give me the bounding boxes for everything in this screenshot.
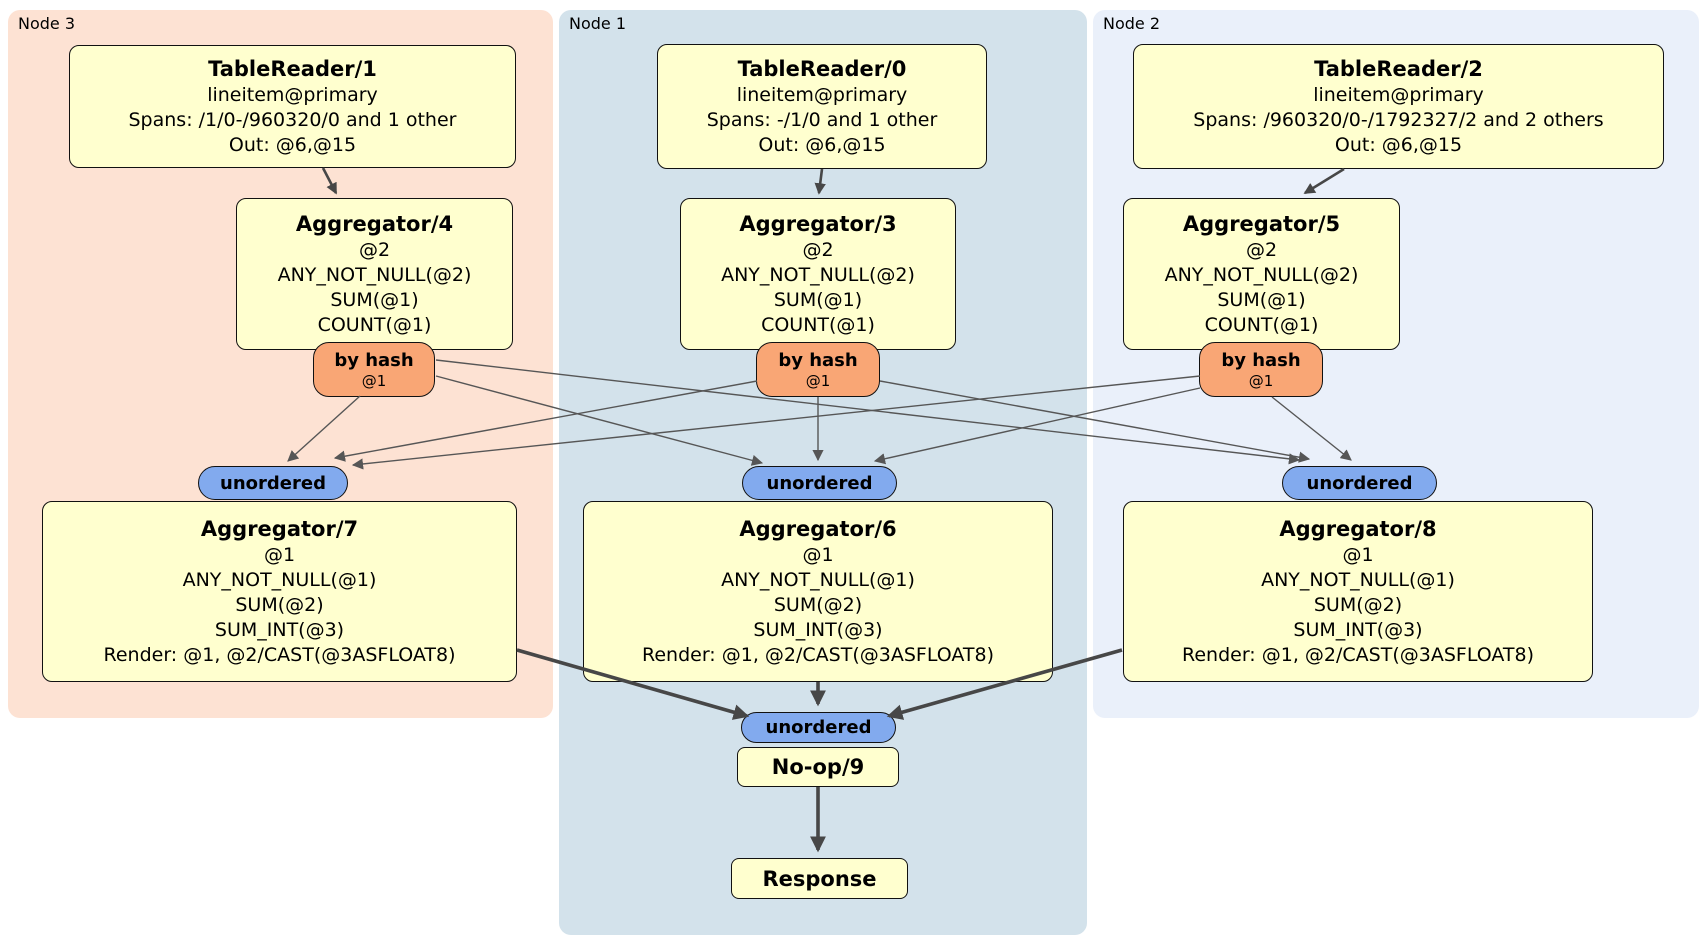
sync-unordered-aggregator7: unordered	[198, 466, 348, 500]
router-detail: @1	[1248, 371, 1274, 390]
processor-title: Aggregator/6	[739, 517, 897, 541]
processor-detail: ANY_NOT_NULL(@1)	[182, 569, 377, 591]
processor-detail: SUM(@1)	[1217, 289, 1306, 311]
processor-detail: ANY_NOT_NULL(@1)	[1261, 569, 1455, 591]
processor-detail: ANY_NOT_NULL(@2)	[1164, 264, 1359, 286]
processor-aggregator-8: Aggregator/8 @1 ANY_NOT_NULL(@1) SUM(@2)…	[1123, 501, 1593, 682]
router-detail: @1	[361, 371, 387, 390]
sync-unordered-aggregator6: unordered	[742, 466, 897, 500]
panel-node-2-label: Node 2	[1103, 14, 1161, 33]
processor-tablereader-1: TableReader/1 lineitem@primary Spans: /1…	[69, 45, 516, 168]
processor-detail: Out: @6,@15	[228, 134, 357, 156]
sync-unordered-aggregator8: unordered	[1282, 466, 1437, 500]
processor-detail: ANY_NOT_NULL(@2)	[277, 264, 472, 286]
processor-detail: Spans: /1/0-/960320/0 and 1 other	[128, 109, 457, 131]
panel-node-1-label: Node 1	[569, 14, 627, 33]
processor-detail: SUM(@2)	[1313, 594, 1403, 616]
processor-detail: Render: @1, @2/CAST(@3ASFLOAT8)	[103, 644, 456, 666]
processor-detail: COUNT(@1)	[317, 314, 432, 336]
processor-title: Aggregator/8	[1279, 517, 1437, 541]
processor-detail: Out: @6,@15	[758, 134, 886, 156]
router-by-hash-under-aggregator3: by hash @1	[756, 342, 880, 397]
processor-detail: lineitem@primary	[207, 84, 378, 106]
response-node: Response	[731, 858, 908, 899]
processor-aggregator-6: Aggregator/6 @1 ANY_NOT_NULL(@1) SUM(@2)…	[583, 501, 1053, 682]
processor-title: TableReader/0	[737, 57, 907, 81]
processor-detail: lineitem@primary	[736, 84, 908, 106]
processor-title: No-op/9	[771, 755, 865, 779]
sync-label: unordered	[220, 472, 326, 494]
processor-detail: @2	[1245, 239, 1278, 261]
processor-aggregator-3: Aggregator/3 @2 ANY_NOT_NULL(@2) SUM(@1)…	[680, 198, 956, 350]
processor-aggregator-4: Aggregator/4 @2 ANY_NOT_NULL(@2) SUM(@1)…	[236, 198, 513, 350]
processor-detail: SUM(@2)	[235, 594, 324, 616]
processor-detail: COUNT(@1)	[761, 314, 875, 336]
router-label: by hash	[778, 349, 858, 371]
processor-detail: ANY_NOT_NULL(@1)	[721, 569, 915, 591]
panel-node-3-label: Node 3	[18, 14, 76, 33]
processor-noop-9: No-op/9	[737, 747, 899, 787]
processor-detail: ANY_NOT_NULL(@2)	[721, 264, 915, 286]
processor-tablereader-0: TableReader/0 lineitem@primary Spans: -/…	[657, 44, 987, 169]
router-by-hash-under-aggregator5: by hash @1	[1199, 342, 1323, 397]
processor-detail: Spans: /960320/0-/1792327/2 and 2 others	[1193, 109, 1604, 131]
sync-unordered-final: unordered	[741, 712, 896, 743]
processor-detail: Spans: -/1/0 and 1 other	[706, 109, 938, 131]
processor-detail: Out: @6,@15	[1334, 134, 1463, 156]
processor-detail: SUM_INT(@3)	[214, 619, 345, 641]
sync-label: unordered	[1306, 472, 1413, 494]
processor-detail: SUM_INT(@3)	[1293, 619, 1423, 641]
processor-detail: SUM(@1)	[773, 289, 863, 311]
sync-label: unordered	[766, 472, 873, 494]
router-detail: @1	[805, 371, 831, 390]
processor-detail: @1	[263, 544, 296, 566]
processor-title: Aggregator/3	[739, 212, 897, 236]
router-by-hash-under-aggregator4: by hash @1	[313, 342, 435, 397]
processor-title: Response	[762, 866, 877, 891]
router-label: by hash	[334, 349, 414, 371]
processor-detail: @2	[802, 239, 834, 261]
processor-title: Aggregator/7	[200, 517, 359, 541]
processor-tablereader-2: TableReader/2 lineitem@primary Spans: /9…	[1133, 44, 1664, 169]
processor-detail: SUM_INT(@3)	[753, 619, 883, 641]
processor-aggregator-7: Aggregator/7 @1 ANY_NOT_NULL(@1) SUM(@2)…	[42, 501, 517, 682]
processor-detail: SUM(@2)	[773, 594, 863, 616]
processor-detail: Render: @1, @2/CAST(@3ASFLOAT8)	[642, 644, 994, 666]
processor-detail: @1	[802, 544, 834, 566]
router-label: by hash	[1221, 349, 1301, 371]
processor-title: TableReader/1	[208, 57, 377, 81]
processor-detail: @1	[1342, 544, 1374, 566]
processor-title: Aggregator/4	[295, 212, 454, 236]
processor-title: Aggregator/5	[1182, 212, 1341, 236]
processor-detail: Render: @1, @2/CAST(@3ASFLOAT8)	[1182, 644, 1534, 666]
processor-title: TableReader/2	[1314, 57, 1483, 81]
processor-aggregator-5: Aggregator/5 @2 ANY_NOT_NULL(@2) SUM(@1)…	[1123, 198, 1400, 350]
processor-detail: @2	[358, 239, 391, 261]
processor-detail: lineitem@primary	[1313, 84, 1484, 106]
processor-detail: COUNT(@1)	[1204, 314, 1319, 336]
processor-detail: SUM(@1)	[330, 289, 419, 311]
sync-label: unordered	[765, 717, 872, 738]
